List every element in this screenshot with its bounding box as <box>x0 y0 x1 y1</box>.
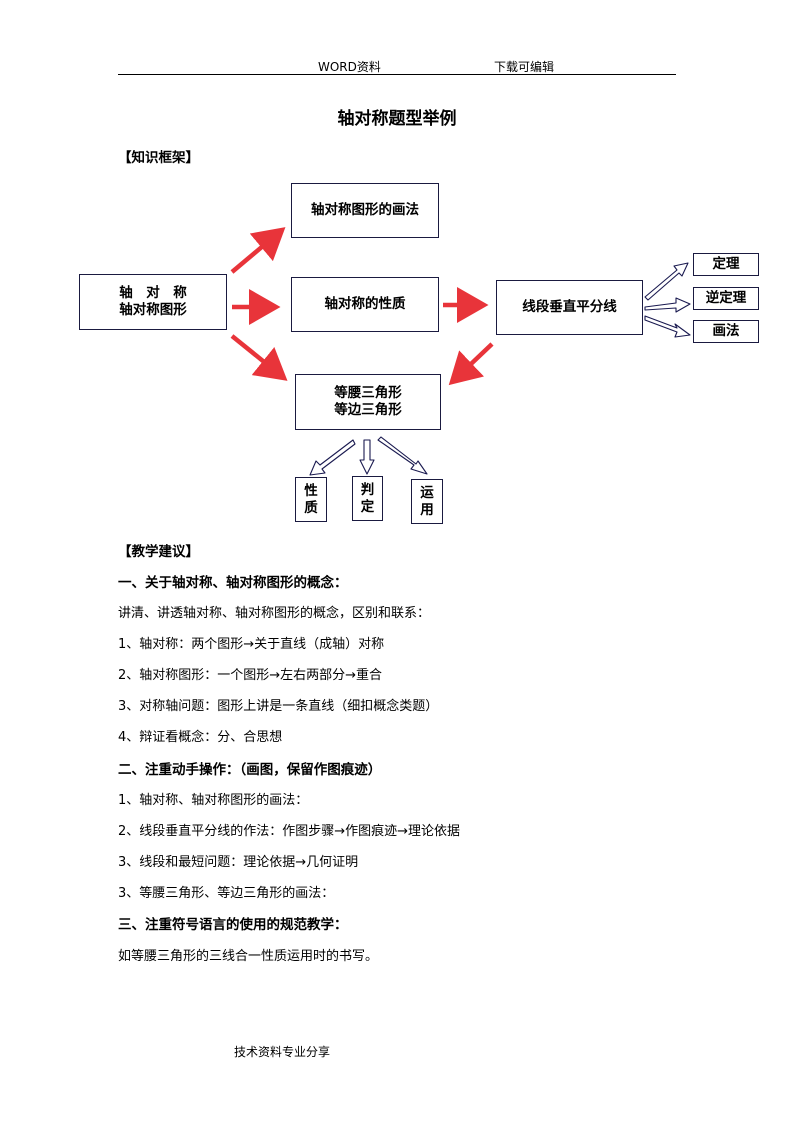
item-line: 3、线段和最短问题：理论依据→几何证明 <box>118 855 359 870</box>
box-sub-judge: 判 定 <box>352 476 383 521</box>
box-axial-symmetry-line2: 轴对称图形 <box>119 302 187 318</box>
arrow-to-drawing <box>644 315 691 338</box>
item-heading-2: 二、注重动手操作：（画图，保留作图痕迹） <box>118 762 382 778</box>
box-sub-apply: 运 用 <box>411 479 443 524</box>
header-rule <box>118 74 676 75</box>
item-heading-1: 一、关于轴对称、轴对称图形的概念： <box>118 575 348 591</box>
box-triangles-line1: 等腰三角形 <box>334 385 402 401</box>
box-triangles: 等腰三角形 等边三角形 <box>295 374 441 430</box>
box-sub-judge-line1: 判 <box>360 481 375 498</box>
footer-text: 技术资料专业分享 <box>234 1045 331 1059</box>
box-sub-properties: 性 质 <box>295 477 327 522</box>
arrow-root-to-draw <box>230 227 286 274</box>
arrow-root-to-triangles <box>230 334 288 381</box>
arrow-to-sub-apply <box>377 436 428 475</box>
box-draw-method: 轴对称图形的画法 <box>291 183 439 238</box>
item-line: 3、等腰三角形、等边三角形的画法： <box>118 886 335 901</box>
box-sub-judge-line2: 定 <box>360 498 375 515</box>
box-converse-theorem: 逆定理 <box>693 287 759 310</box>
section-framework: 【知识框架】 <box>118 150 199 166</box>
box-sub-apply-line2: 用 <box>420 501 434 518</box>
header-right: 下载可编辑 <box>494 60 555 74</box>
arrow-to-converse <box>644 297 691 313</box>
item-line: 如等腰三角形的三线合一性质运用时的书写。 <box>118 949 379 964</box>
page-title: 轴对称题型举例 <box>337 109 457 129</box>
arrow-to-sub-judge <box>359 439 375 475</box>
item-heading-3: 三、注重符号语言的使用的规范教学： <box>118 917 348 933</box>
box-triangles-line2: 等边三角形 <box>334 402 402 418</box>
box-axial-symmetry-line1: 轴 对 称 <box>119 285 187 301</box>
header-left: WORD资料 <box>318 60 381 74</box>
box-perp-bisector: 线段垂直平分线 <box>496 280 643 335</box>
box-drawing: 画法 <box>693 320 759 343</box>
item-line: 1、轴对称：两个图形→关于直线（成轴）对称 <box>118 637 385 652</box>
box-sub-apply-line1: 运 <box>420 484 434 501</box>
item-line: 1、轴对称、轴对称图形的画法： <box>118 793 309 808</box>
box-theorem: 定理 <box>693 253 759 276</box>
arrow-to-theorem <box>644 262 689 301</box>
arrow-bisector-to-triangles <box>448 342 494 386</box>
arrow-to-sub-properties <box>309 439 356 476</box>
item-line: 讲清、讲透轴对称、轴对称图形的概念，区别和联系： <box>118 606 431 621</box>
item-line: 2、线段垂直平分线的作法：作图步骤→作图痕迹→理论依据 <box>118 824 461 839</box>
box-sub-properties-line1: 性 <box>304 482 318 499</box>
box-properties: 轴对称的性质 <box>291 277 439 332</box>
item-line: 4、辩证看概念：分、合思想 <box>118 730 283 745</box>
item-line: 3、对称轴问题：图形上讲是一条直线（细扣概念类题） <box>118 699 439 714</box>
box-sub-properties-line2: 质 <box>304 499 318 516</box>
box-axial-symmetry: 轴 对 称 轴对称图形 <box>79 274 227 330</box>
section-teaching: 【教学建议】 <box>118 544 199 560</box>
framework-diagram <box>230 227 691 476</box>
item-line: 2、轴对称图形：一个图形→左右两部分→重合 <box>118 668 383 683</box>
